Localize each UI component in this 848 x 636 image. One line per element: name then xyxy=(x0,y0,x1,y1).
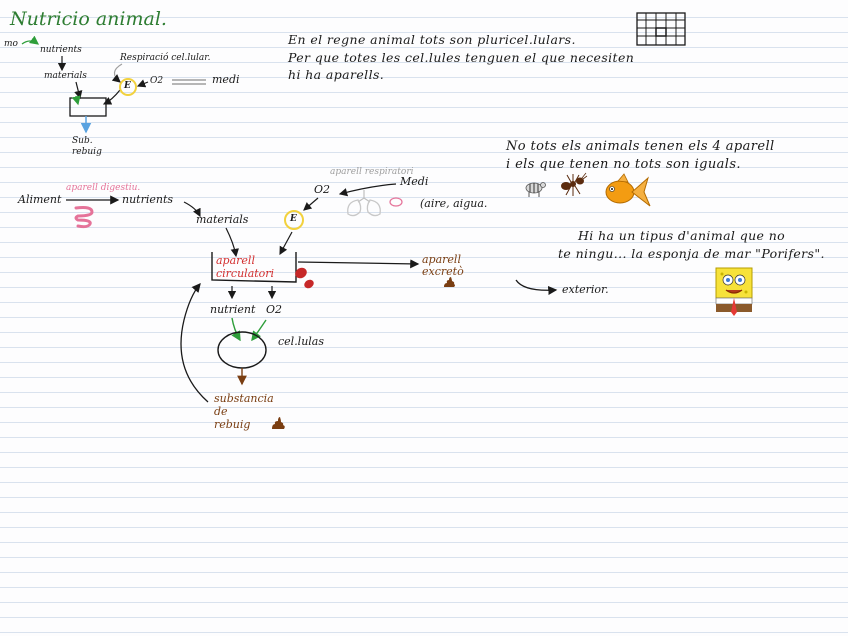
label-aparell-respiratori: aparell respiratori xyxy=(330,167,414,177)
intestine-icon xyxy=(74,206,94,229)
label-medi-small: medi xyxy=(212,73,240,86)
label-materials-main: materials xyxy=(196,213,249,226)
poop-icon xyxy=(444,277,455,287)
arrow-nutrient-cell xyxy=(231,317,241,342)
arrow-materials-box xyxy=(74,81,83,100)
label-o2-small: O2 xyxy=(150,76,164,86)
lungs-icon xyxy=(347,190,403,217)
label-nutrients-small: nutrients xyxy=(40,45,82,55)
arrow-green-into-box xyxy=(71,95,81,106)
ant-icon xyxy=(561,172,588,196)
arrow-o2-cell xyxy=(251,319,267,342)
arrow-o2-e xyxy=(136,79,149,88)
label-respiracio: Respiració cel.lular. xyxy=(120,53,211,63)
aparells-line-2: i els que tenen no tots son iguals. xyxy=(506,157,741,172)
arrow-o2-e-main xyxy=(303,197,319,211)
label-medi-main: Medi xyxy=(400,175,429,188)
label-o2-bottom: O2 xyxy=(266,303,283,316)
e-circle-main xyxy=(284,210,304,230)
label-materials-small: materials xyxy=(44,71,87,81)
label-cel-lules: cel.lulas xyxy=(278,335,325,348)
arrow-excretor-exterior xyxy=(515,279,558,296)
intro-line-3: hi ha aparells. xyxy=(288,67,385,82)
label-mo: mo xyxy=(4,39,18,49)
arrow-circulatori-excretor xyxy=(297,259,420,269)
label-aparell-digestiu: aparell digestiu. xyxy=(66,183,141,193)
label-nutrients-main: nutrients xyxy=(122,193,174,206)
poop-icon-2 xyxy=(272,417,285,429)
arrow-return-loop xyxy=(180,283,209,403)
page-title: Nutricio animal. xyxy=(10,8,167,30)
arrow-materials-circulatori xyxy=(225,227,239,258)
intro-line-2: Per que totes les cel.lules tenguen el q… xyxy=(288,50,635,65)
label-nutrient: nutrient xyxy=(210,303,256,316)
label-aliment: Aliment xyxy=(18,193,62,206)
blood-cells-icon xyxy=(295,267,314,289)
zebra-icon xyxy=(525,182,546,197)
cell-box xyxy=(69,97,107,117)
aparells-line-1: No tots els animals tenen els 4 aparell xyxy=(506,139,775,154)
spongebob-icon xyxy=(715,267,753,316)
label-e-main: E xyxy=(290,214,297,224)
arrow-e-to-box xyxy=(102,89,121,105)
goldfish-icon xyxy=(605,173,651,207)
label-aparell-excretor: aparell excretò xyxy=(422,253,464,279)
arrow-nutrients-materials-main xyxy=(183,201,201,218)
e-circle-small xyxy=(119,78,137,96)
arrow-e-circulatori xyxy=(279,231,293,256)
porifers-line-2: te ningu... la esponja de mar "Porifers"… xyxy=(558,246,825,261)
arrow-medi-o2 xyxy=(338,183,397,197)
calendar-grid-icon xyxy=(636,12,686,46)
label-o2-main: O2 xyxy=(314,183,331,196)
label-sub-rebuig: Sub. rebuig xyxy=(72,136,102,157)
intro-line-1: En el regne animal tots son pluricel.lul… xyxy=(288,32,576,47)
label-aire-aigua: (aire, aigua. xyxy=(420,197,488,210)
arrow-respiracio xyxy=(111,63,123,83)
arrow-mo-nutrients xyxy=(21,35,40,45)
label-aparell-circulatori: aparell circulatori xyxy=(216,254,275,281)
porifers-line-1: Hi ha un tipus d'animal que no xyxy=(578,228,786,243)
label-exterior: exterior. xyxy=(562,283,609,296)
label-substancia-rebuig: substancia de rebuig xyxy=(214,392,274,432)
label-e-small: E xyxy=(124,81,131,91)
cell-circle xyxy=(217,331,267,369)
circulatori-box xyxy=(211,252,297,283)
